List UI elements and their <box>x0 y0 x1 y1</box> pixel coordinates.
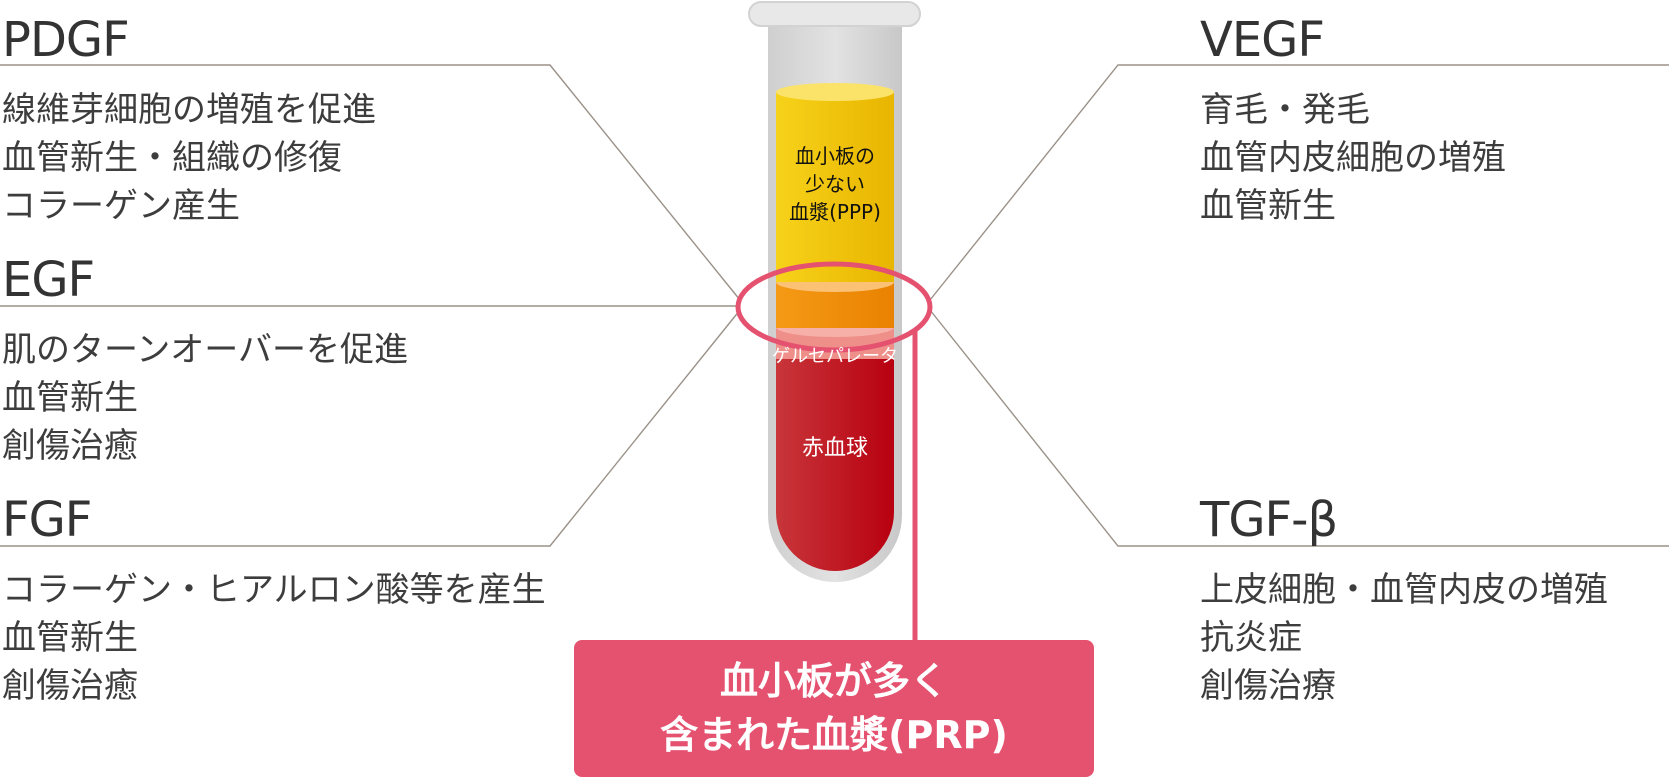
prp-callout-line: 血小板が多く <box>719 659 948 703</box>
effect-line: 育毛・発毛 <box>1200 90 1370 130</box>
effect-line: 線維芽細胞の増殖を促進 <box>2 90 376 130</box>
prp-callout-line: 含まれた血漿(PRP) <box>660 713 1008 757</box>
rbc-layer <box>776 340 894 571</box>
factor-tgf-beta: TGF-β 上皮細胞・血管内皮の増殖 抗炎症 創傷治療 <box>1200 494 1608 710</box>
leader-line-vegf <box>929 64 1669 301</box>
factor-egf: EGF 肌のターンオーバーを促進 血管新生 創傷治癒 <box>2 254 408 470</box>
factor-effects: 線維芽細胞の増殖を促進 血管新生・組織の修復 コラーゲン産生 <box>2 86 376 230</box>
leader-line-fgf <box>0 309 741 547</box>
gel-separator-label: ゲルセパレータ <box>772 346 898 367</box>
rbc-label: 赤血球 <box>801 436 868 461</box>
ppp-layer <box>776 92 894 282</box>
factor-title: TGF-β <box>1200 492 1338 548</box>
ppp-label-line: 血小板の <box>795 144 875 168</box>
effect-line: 上皮細胞・血管内皮の増殖 <box>1200 570 1608 610</box>
factor-vegf: VEGF 育毛・発毛 血管内皮細胞の増殖 血管新生 <box>1200 14 1506 230</box>
factor-title: FGF <box>2 492 92 548</box>
effect-line: 抗炎症 <box>1200 618 1302 658</box>
ppp-label-line: 血漿(PPP) <box>789 200 881 224</box>
factor-title: EGF <box>2 252 95 308</box>
factor-effects: コラーゲン・ヒアルロン酸等を産生 血管新生 創傷治癒 <box>2 566 546 710</box>
ppp-label-line: 少ない <box>805 172 865 196</box>
factor-effects: 育毛・発毛 血管内皮細胞の増殖 血管新生 <box>1200 86 1506 230</box>
effect-line: 血管内皮細胞の増殖 <box>1200 138 1506 178</box>
prp-highlight-ring <box>735 261 933 353</box>
effect-line: 肌のターンオーバーを促進 <box>2 330 408 370</box>
effect-line: 創傷治癒 <box>2 426 138 466</box>
effect-line: 血管新生・組織の修復 <box>2 138 342 178</box>
factor-fgf: FGF コラーゲン・ヒアルロン酸等を産生 血管新生 創傷治癒 <box>2 494 546 710</box>
effect-line: 創傷治癒 <box>2 666 138 706</box>
prp-callout-box: 血小板が多く 含まれた血漿(PRP) <box>574 640 1094 777</box>
effect-line: コラーゲン・ヒアルロン酸等を産生 <box>2 570 546 610</box>
leader-line-pdgf <box>0 64 741 301</box>
effect-line: 血管新生 <box>2 378 138 418</box>
ppp-label: 血小板の 少ない 血漿(PPP) <box>770 142 900 226</box>
effect-line: コラーゲン産生 <box>2 186 240 226</box>
ppp-top-ellipse <box>776 83 894 101</box>
factor-effects: 肌のターンオーバーを促進 血管新生 創傷治癒 <box>2 326 408 470</box>
test-tube <box>748 1 921 582</box>
factor-effects: 上皮細胞・血管内皮の増殖 抗炎症 創傷治療 <box>1200 566 1608 710</box>
factor-title: VEGF <box>1200 12 1325 68</box>
tube-rim <box>748 1 921 27</box>
leader-line-tgf <box>929 309 1669 547</box>
effect-line: 血管新生 <box>1200 186 1336 226</box>
factor-pdgf: PDGF 線維芽細胞の増殖を促進 血管新生・組織の修復 コラーゲン産生 <box>2 14 376 230</box>
effect-line: 血管新生 <box>2 618 138 658</box>
effect-line: 創傷治療 <box>1200 666 1336 706</box>
factor-title: PDGF <box>2 12 130 68</box>
leader-lines <box>0 64 1669 547</box>
